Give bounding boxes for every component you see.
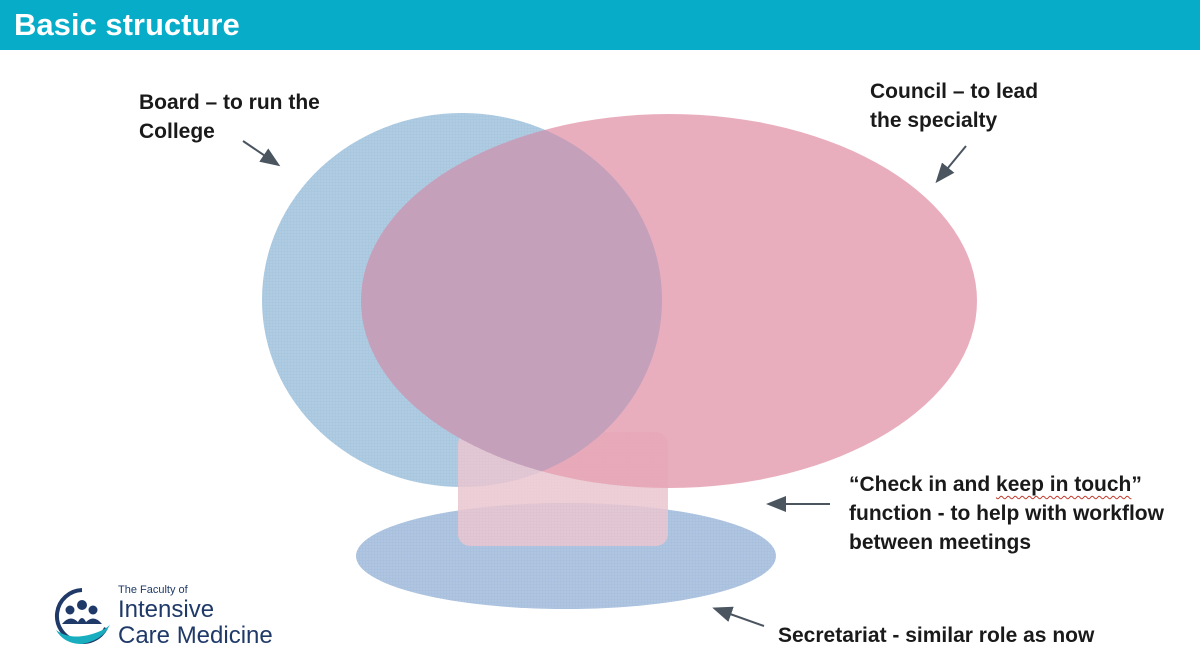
checkin-line-1: “Check in and keep in touch” [849,473,1142,496]
spellcheck-underline: keep in touch [996,473,1132,496]
logo-line-1: Intensive [118,596,215,623]
title-bar: Basic structure [0,0,1200,50]
secretariat-label: Secretariat - similar role as now [778,624,1095,647]
board-arrow [242,140,281,167]
logo-small-text: The Faculty of [118,584,188,596]
logo-line-2: Care Medicine [118,622,273,649]
faculty-logo: The Faculty of Intensive Care Medicine [52,584,302,654]
secretariat-arrow [712,606,765,627]
council-label: Council – to lead the specialty [870,80,1039,132]
checkin-label: “Check in and keep in touch” function - … [849,470,1164,557]
hand-with-people-icon [55,588,110,644]
page-title: Basic structure [14,7,240,42]
overlap-region [361,114,662,487]
council-arrow [935,145,967,184]
board-label: Board – to run the College [139,91,320,143]
